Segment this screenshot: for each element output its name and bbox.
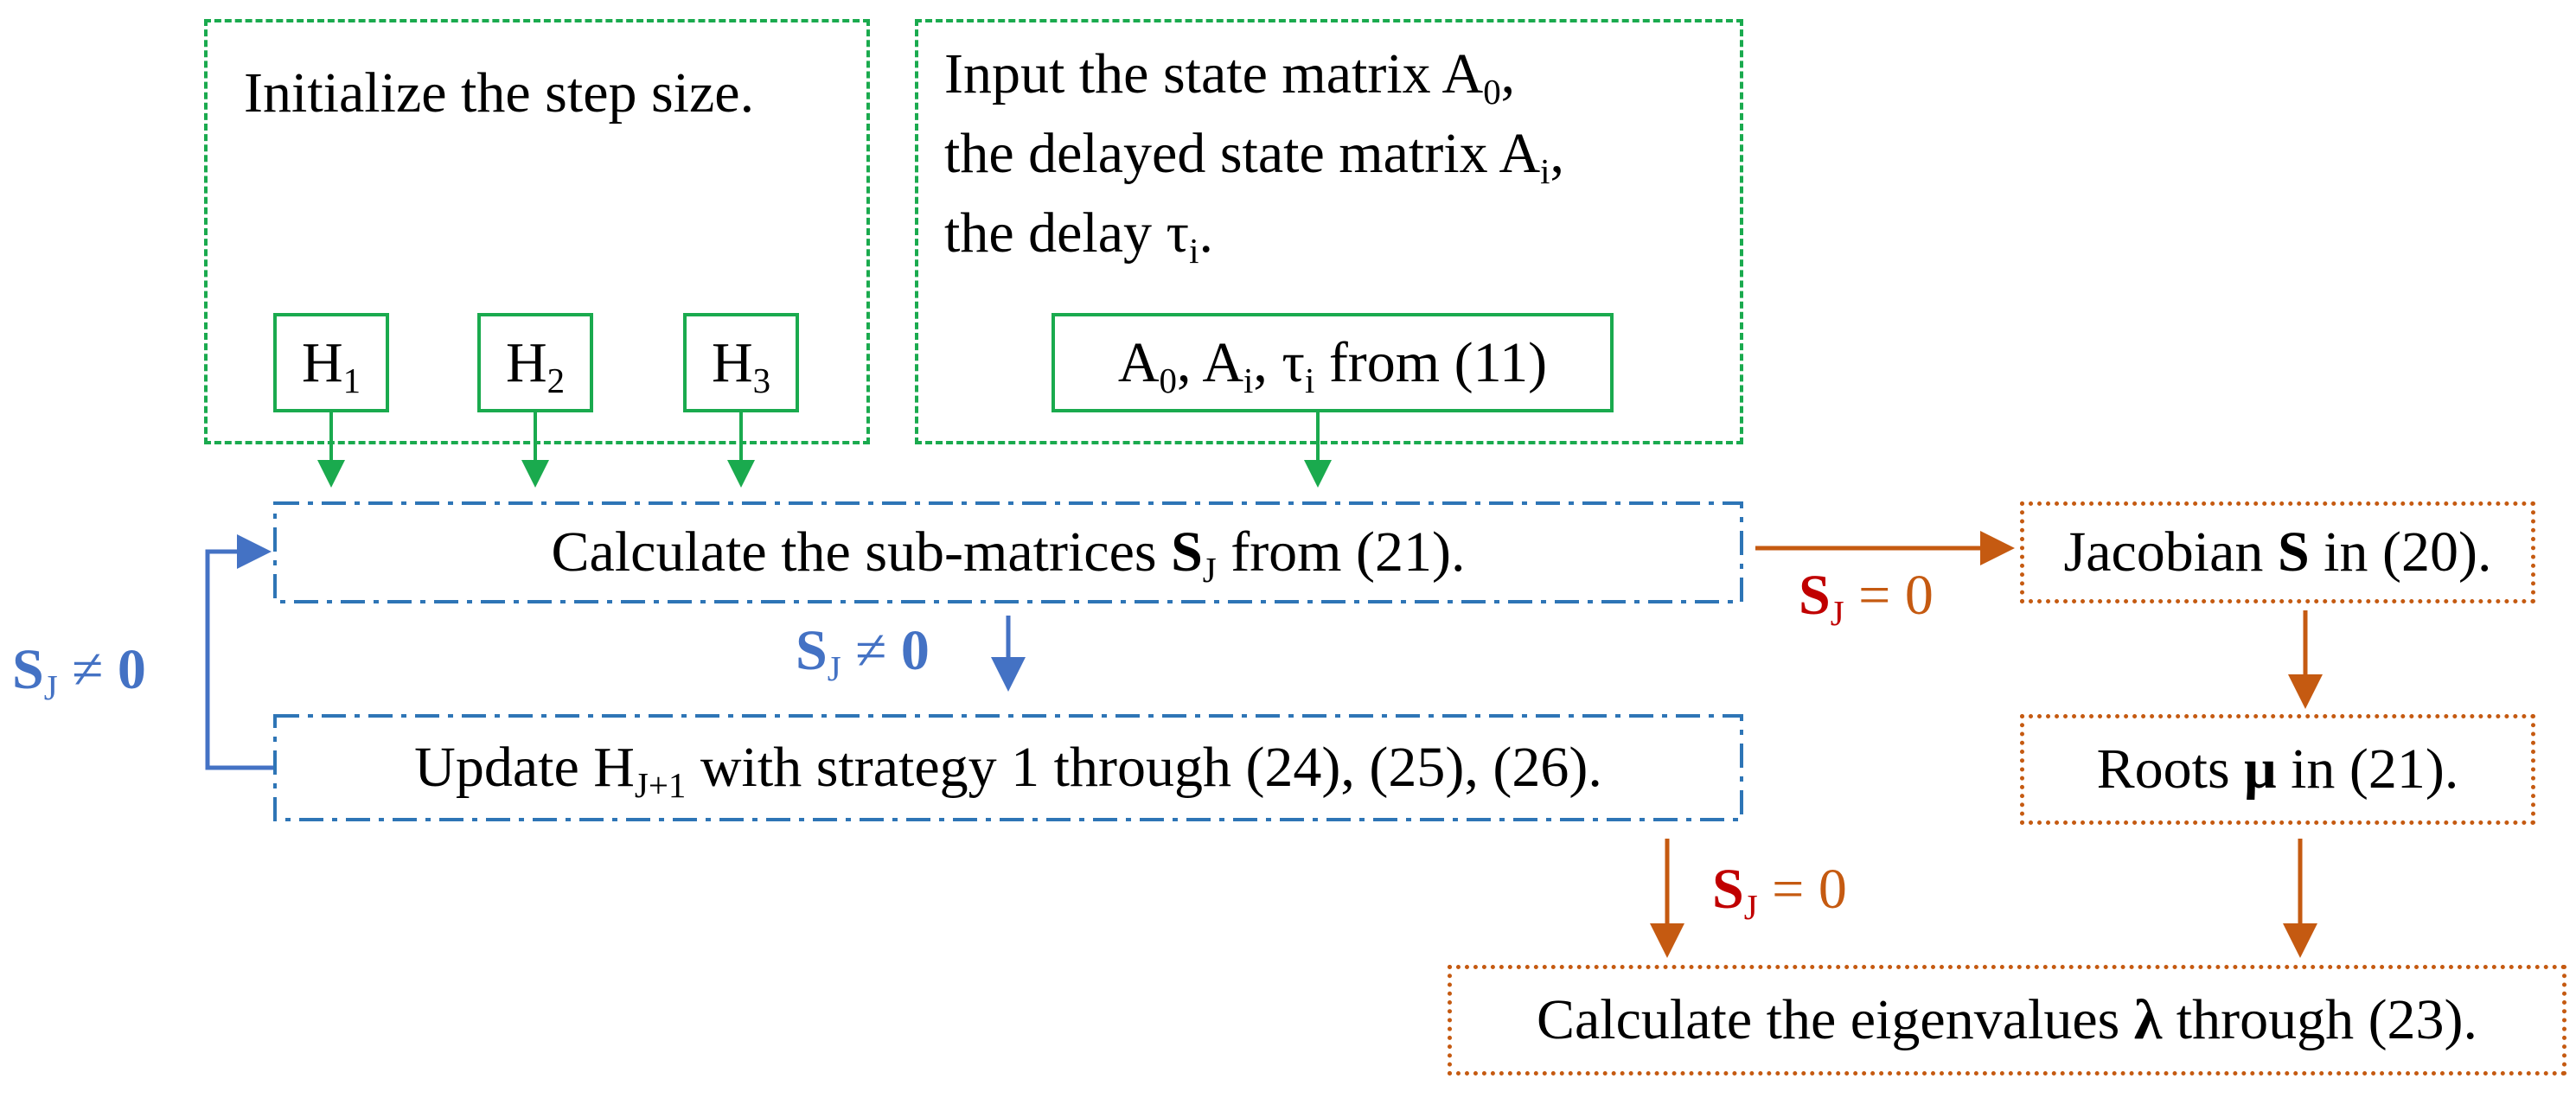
input-line-2: the delayed state matrix Ai, xyxy=(944,122,1564,192)
calc-submatrices-box: Calculate the sub-matrices SJ from (21). xyxy=(551,520,1466,590)
h1-base: H xyxy=(301,330,343,394)
h1-box: H1 xyxy=(273,313,389,412)
jacobian-box: Jacobian S in (20). xyxy=(2020,501,2535,603)
input-line-1: Input the state matrix A0, xyxy=(944,42,1516,112)
h3-base: H xyxy=(711,330,753,394)
zero-condition-down-label: SJ = 0 xyxy=(1712,858,1847,928)
init-step-size-text: Initialize the step size. xyxy=(244,61,755,124)
h2-box: H2 xyxy=(477,313,593,412)
h1-sub: 1 xyxy=(342,361,361,400)
calc-submatrices-border xyxy=(273,501,1743,603)
zero-condition-right-label: SJ = 0 xyxy=(1799,564,1934,634)
update-h-box: Update HJ+1 with strategy 1 through (24)… xyxy=(414,736,1602,806)
input-line-3: the delay τi. xyxy=(944,201,1213,271)
h2-base: H xyxy=(505,330,547,394)
params-box: A0, Ai, τi from (11) xyxy=(1051,313,1614,412)
loop-back-arrow xyxy=(205,534,273,770)
h3-sub: 3 xyxy=(752,361,771,400)
roots-box: Roots μ in (21). xyxy=(2020,714,2535,825)
h3-box: H3 xyxy=(683,313,799,412)
h2-sub: 2 xyxy=(547,361,566,400)
loop-condition-label: SJ ≠ 0 xyxy=(12,638,146,708)
update-h-border xyxy=(273,714,1743,821)
eigenvalues-box: Calculate the eigenvalues λ through (23)… xyxy=(1448,965,2566,1076)
input-matrices-group xyxy=(915,19,1743,444)
nonzero-condition-label: SJ ≠ 0 xyxy=(796,619,930,689)
